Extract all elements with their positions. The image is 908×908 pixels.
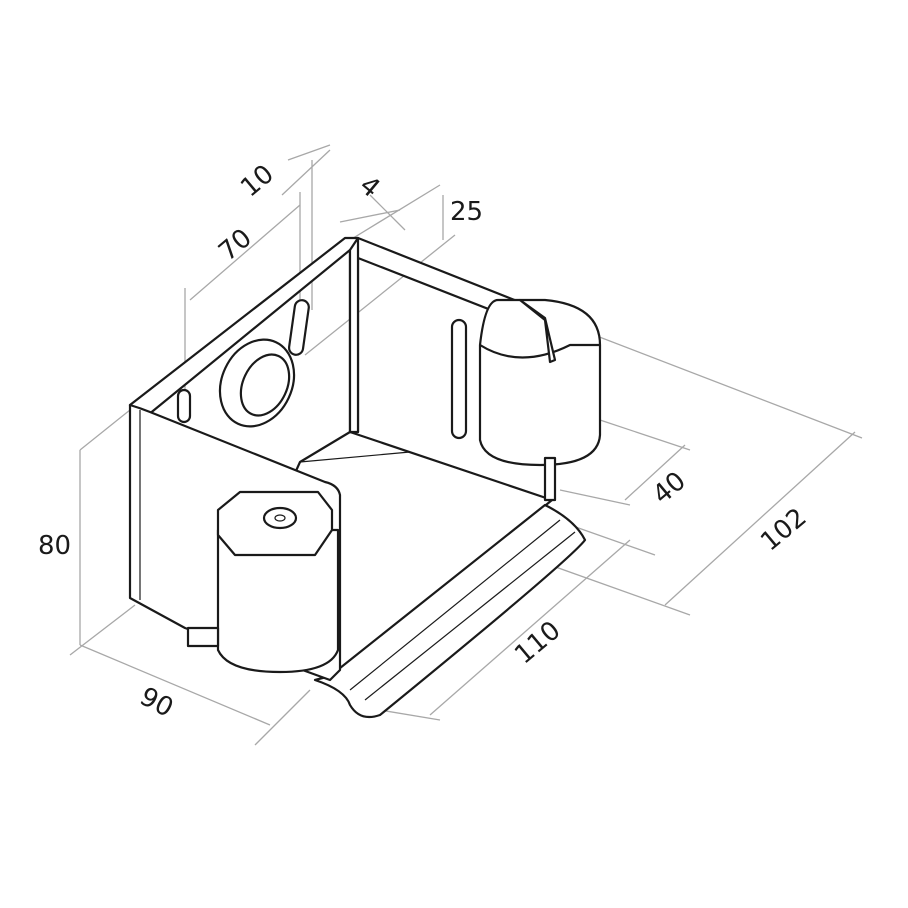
dim-label-depth: 90: [135, 682, 178, 724]
dim-label-slot-width: 10: [235, 159, 280, 203]
dim-label-slot-spacing: 70: [213, 223, 258, 267]
bracket-body: [128, 236, 602, 719]
dim-label-width: 102: [755, 502, 812, 557]
dim-label-height: 80: [38, 531, 71, 561]
dim-label-top-offset: 25: [450, 197, 483, 227]
dim-label-slot-gap: 4: [354, 170, 386, 204]
dim-label-length: 110: [509, 615, 566, 670]
